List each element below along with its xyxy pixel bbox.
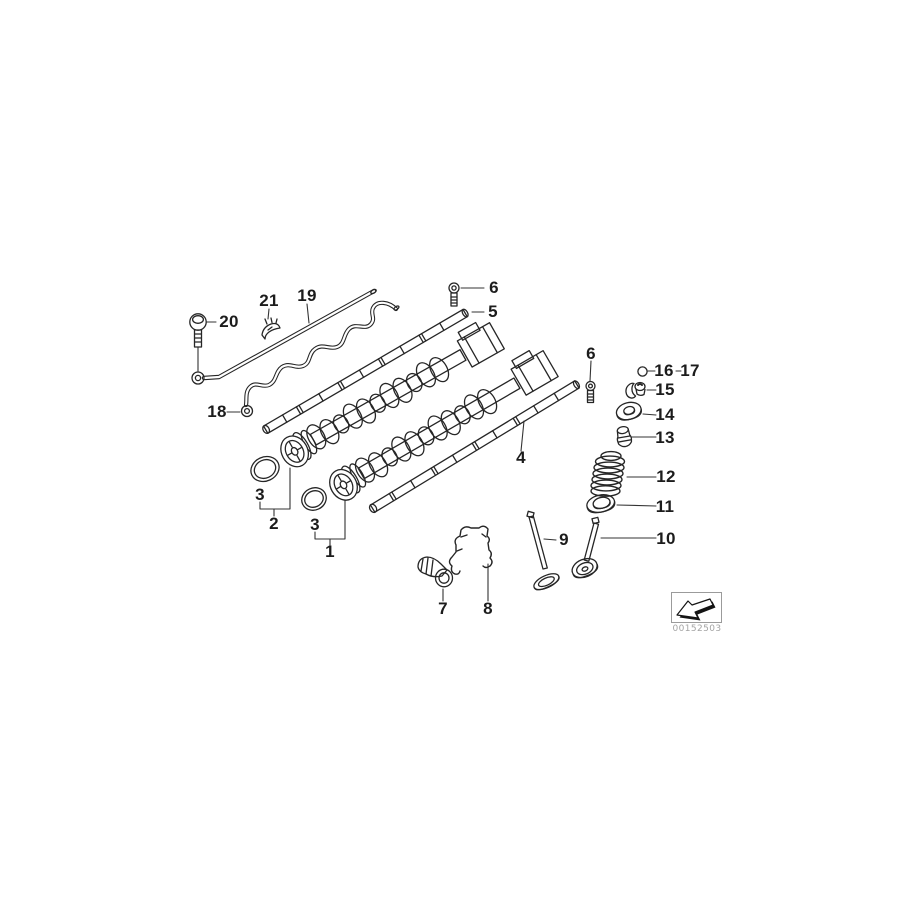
spring-clip-part (448, 525, 493, 575)
stamp-frame (671, 592, 722, 623)
callout-12: 12 (656, 467, 676, 486)
callout-4: 4 (516, 448, 526, 467)
callout-21: 21 (259, 291, 279, 310)
o-ring-right (301, 487, 327, 511)
adjusting-shim (637, 366, 648, 377)
callout-1: 1 (325, 542, 335, 561)
callout-19: 19 (297, 286, 317, 305)
callout-10: 10 (656, 529, 676, 548)
callout-18: 18 (207, 402, 227, 421)
camshaft-intake (280, 321, 505, 468)
camshaft-exhaust (329, 349, 559, 501)
diagram-number: 00152503 (672, 624, 722, 634)
callout-3b: 3 (310, 515, 320, 534)
screw-mid (585, 380, 596, 404)
down-left-3d-arrow-icon (676, 598, 716, 621)
valve-right (571, 516, 600, 579)
banjo-bolt (189, 313, 207, 348)
callout-9: 9 (559, 530, 569, 549)
oil-pipe-straight (191, 288, 377, 385)
leader-lines (197, 287, 682, 602)
callout-6a: 6 (489, 278, 499, 297)
spring-seat (586, 494, 616, 514)
callout-17: 17 (680, 361, 700, 380)
o-ring-left (250, 455, 280, 483)
clamp-part (417, 556, 454, 588)
spring-retainer (615, 401, 643, 421)
callout-13: 13 (655, 428, 675, 447)
valve-spring (590, 450, 626, 497)
oil-pipe-wavy (240, 300, 400, 418)
spacer-rod-lower (368, 380, 581, 514)
callout-7: 7 (438, 599, 448, 618)
grouping-brackets (259, 467, 346, 546)
callout-8: 8 (483, 599, 493, 618)
screw-top (448, 282, 460, 307)
callout-5: 5 (488, 302, 498, 321)
valve-left (526, 510, 560, 591)
callout-15: 15 (655, 380, 675, 399)
callout-16: 16 (654, 361, 674, 380)
callout-3a: 3 (255, 485, 265, 504)
valve-stem-seal (616, 425, 633, 448)
valve-collets (625, 381, 646, 399)
callout-14: 14 (655, 405, 675, 424)
callout-6b: 6 (586, 344, 596, 363)
callout-20: 20 (219, 312, 239, 331)
retaining-clip (261, 317, 281, 340)
callout-11: 11 (655, 497, 675, 516)
callout-2: 2 (269, 514, 279, 533)
spacer-rod-upper (262, 308, 469, 434)
